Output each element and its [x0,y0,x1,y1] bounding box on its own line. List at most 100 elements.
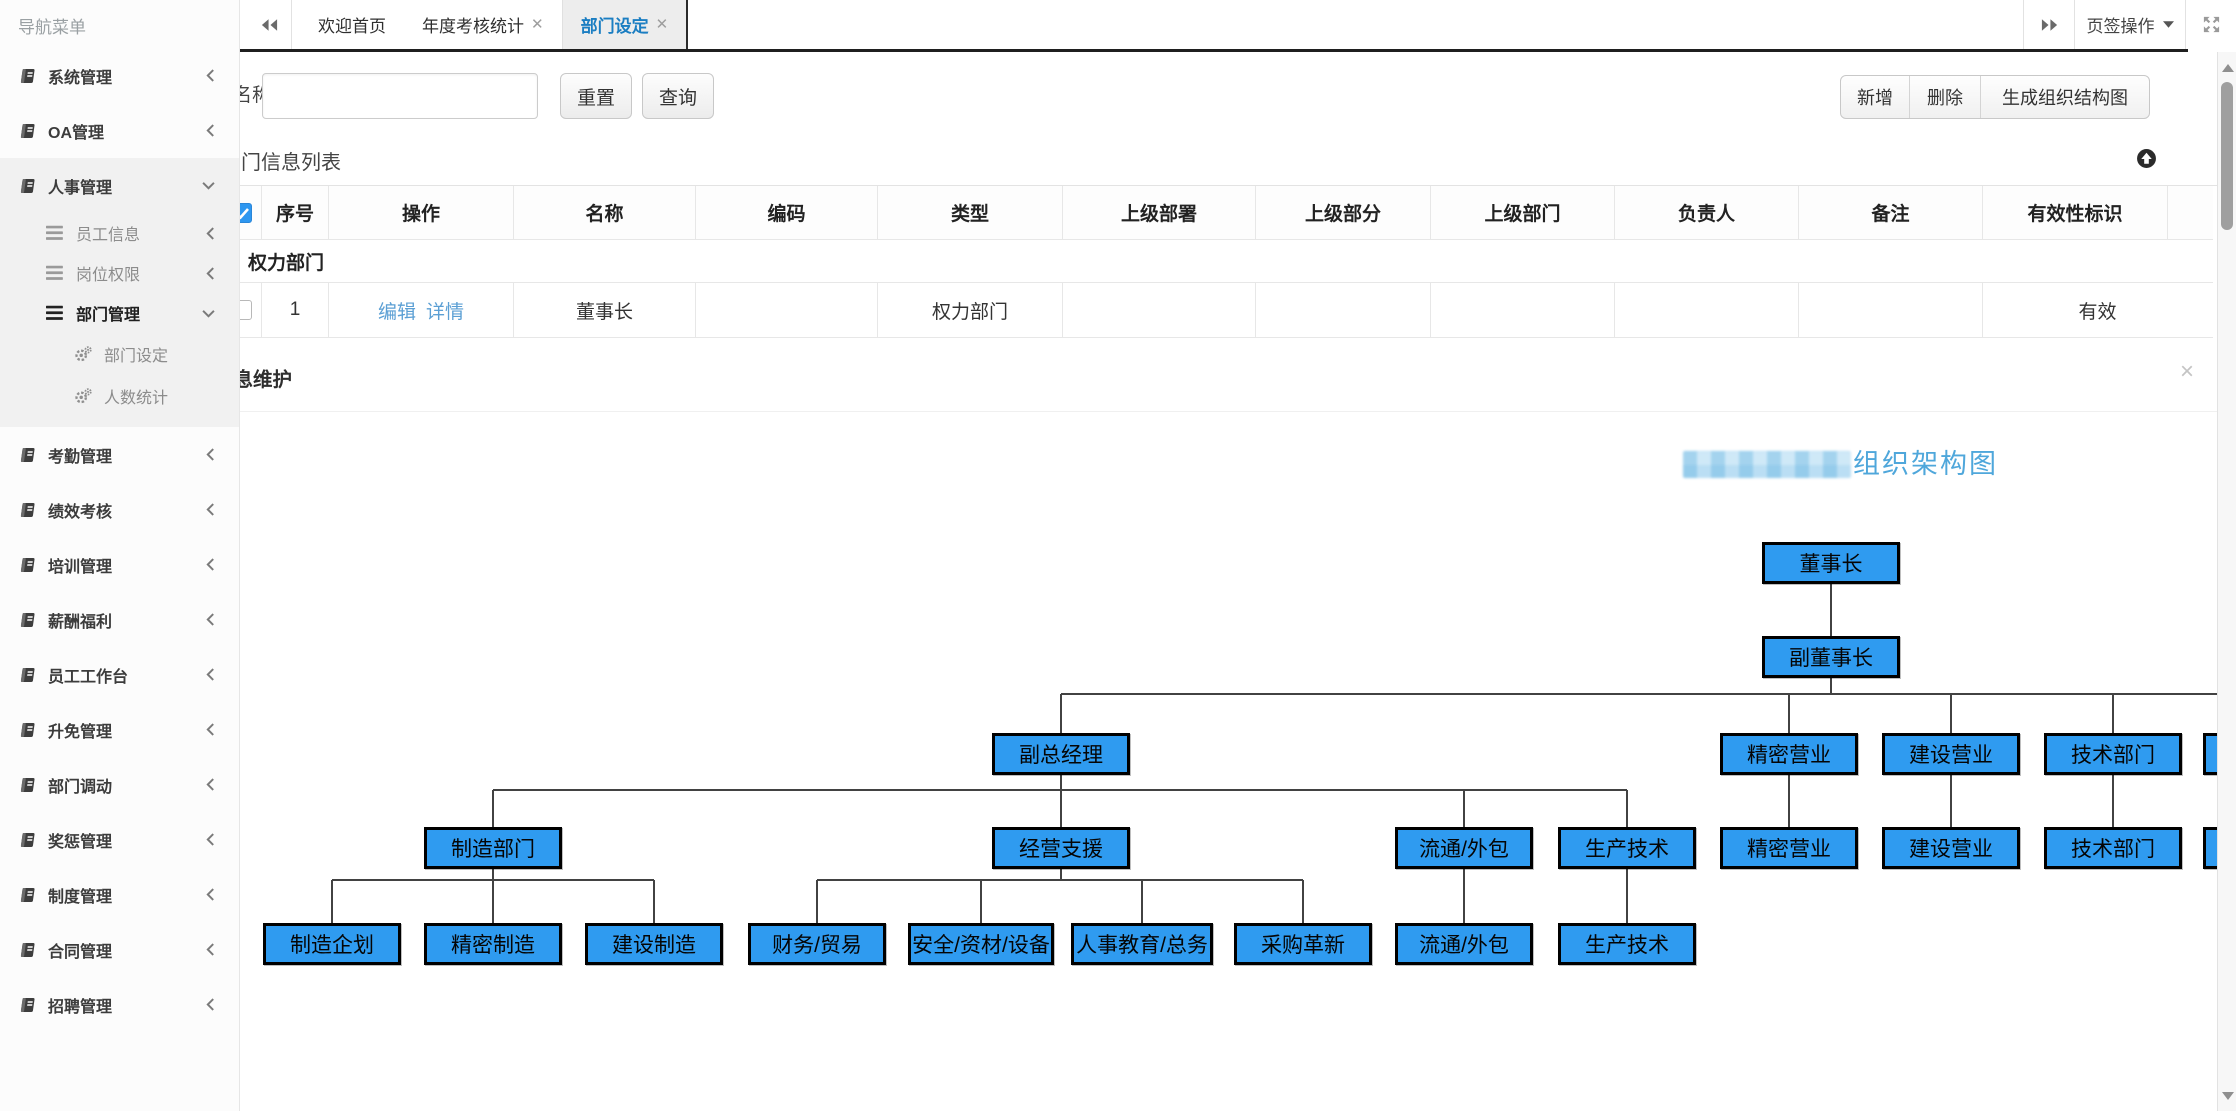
book-icon [20,722,35,737]
scrollbar-up-arrow[interactable] [2222,64,2234,72]
close-panel-icon[interactable]: × [2180,358,2195,385]
chevron-left-icon [206,833,214,846]
cell-parent-part [1256,283,1431,337]
add-button[interactable]: 新增 [1841,76,1910,118]
column-header-类型: 类型 [878,186,1063,239]
org-connector [1060,694,1062,733]
org-node-人事教育/总务: 人事教育/总务 [1071,923,1213,965]
tabbar-separator [2185,0,2186,49]
tab-年度考核统计[interactable]: 年度考核统计✕ [404,0,562,49]
generate-org-chart-button[interactable]: 生成组织结构图 [1981,76,2149,118]
column-header-备注: 备注 [1799,186,1983,239]
vertical-scrollbar [2217,52,2236,1111]
chevron-left-icon [206,226,214,240]
sidebar-item-部门管理[interactable]: 部门管理 [0,293,239,333]
org-node-流通/外包: 流通/外包 [1395,827,1533,869]
sidebar-item-label: 部门设定 [104,348,169,365]
scrollbar-thumb[interactable] [2221,82,2233,230]
org-node-精密制造: 精密制造 [424,923,562,965]
reset-button[interactable]: 重置 [560,73,632,119]
circle-arrow-up-icon [2137,149,2156,168]
column-header-负责人: 负责人 [1615,186,1799,239]
chevron-left-icon [206,998,214,1011]
sidebar-item-薪酬福利[interactable]: 薪酬福利 [0,592,239,647]
sidebar-item-奖惩管理[interactable]: 奖惩管理 [0,812,239,867]
org-connector [331,880,333,923]
org-connector [1950,694,1952,733]
tab-close-icon[interactable]: ✕ [531,16,544,33]
menu-icon [46,305,63,320]
expand-arrows-icon [2203,16,2219,33]
sidebar-item-岗位权限[interactable]: 岗位权限 [0,253,239,293]
book-icon [20,68,35,83]
chevron-left-icon [206,503,214,516]
sidebar-item-升免管理[interactable]: 升免管理 [0,702,239,757]
tabs-container: 欢迎首页年度考核统计✕部门设定✕ [300,0,689,49]
tab-operations-dropdown[interactable]: 页签操作 [2082,0,2178,49]
org-connector [817,879,1303,881]
delete-button[interactable]: 删除 [1910,76,1981,118]
book-icon [20,178,35,193]
cell-validity: 有效 [2078,301,2117,323]
search-input[interactable] [262,73,538,119]
edit-link[interactable]: 编辑 [377,301,416,323]
sidebar-item-绩效考核[interactable]: 绩效考核 [0,482,239,537]
book-icon [20,777,35,792]
detail-link[interactable]: 详情 [426,301,465,323]
tab-部门设定[interactable]: 部门设定✕ [561,0,689,49]
scrollbar-down-arrow[interactable] [2222,1092,2234,1100]
tabbar-separator [2074,0,2075,49]
book-icon [20,832,35,847]
org-connector [1061,693,2236,695]
book-icon [20,447,35,462]
cell-seq: 1 [262,283,329,337]
org-node-建设营业: 建设营业 [1882,827,2020,869]
scroll-tabs-right-button[interactable] [2032,0,2066,49]
sidebar-item-考勤管理[interactable]: 考勤管理 [0,427,239,482]
sidebar-item-系统管理[interactable]: 系统管理 [0,48,239,103]
sidebar-item-label: 岗位权限 [76,267,141,284]
collapse-panel-button[interactable] [2136,148,2157,169]
org-chart-title-text: 组织架构图 [1853,449,1998,479]
org-node-制造企划: 制造企划 [263,923,401,965]
tab-close-icon[interactable]: ✕ [655,16,669,33]
sidebar-item-培训管理[interactable]: 培训管理 [0,537,239,592]
org-node-采购革新: 采购革新 [1234,923,1372,965]
sidebar-item-制度管理[interactable]: 制度管理 [0,867,239,922]
chevron-left-icon [206,723,214,736]
caret-down-icon [2162,21,2174,28]
column-header-有效性标识: 有效性标识 [1983,186,2168,239]
org-connector [492,790,494,827]
sidebar-item-label: 员工信息 [76,227,141,244]
fullscreen-toggle-button[interactable] [2193,0,2229,49]
sidebar-item-人数统计[interactable]: 人数统计 [0,375,239,417]
sidebar-item-人事管理[interactable]: 人事管理 [0,158,239,213]
sidebar-item-招聘管理[interactable]: 招聘管理 [0,977,239,1032]
org-connector [492,880,494,923]
sidebar-item-合同管理[interactable]: 合同管理 [0,922,239,977]
tab-欢迎首页[interactable]: 欢迎首页 [300,0,404,49]
search-field-label: 名称 [233,85,272,106]
tab-bar: 欢迎首页年度考核统计✕部门设定✕ 页签操作 [0,0,2236,52]
sidebar-item-OA管理[interactable]: OA管理 [0,103,239,158]
sidebar-item-label: 合同管理 [48,943,113,961]
sidebar-item-部门调动[interactable]: 部门调动 [0,757,239,812]
org-node-建设制造: 建设制造 [585,923,723,965]
org-connector [1626,790,1628,827]
query-button[interactable]: 查询 [642,73,714,119]
sidebar-item-员工工作台[interactable]: 员工工作台 [0,647,239,702]
sidebar-item-label: 员工工作台 [48,668,129,686]
chevron-left-icon [206,266,214,280]
sidebar-item-部门设定[interactable]: 部门设定 [0,333,239,375]
scroll-tabs-left-button[interactable] [252,0,286,49]
table-header-row: 序号操作名称编码类型上级部署上级部分上级部门负责人备注有效性标识 [204,186,2213,240]
sidebar-item-员工信息[interactable]: 员工信息 [0,213,239,253]
org-node-技术部门: 技术部门 [2044,733,2182,775]
group-row-label: 权力部门 [248,252,325,274]
chevron-left-icon [206,448,214,461]
org-connector [1302,880,1304,923]
